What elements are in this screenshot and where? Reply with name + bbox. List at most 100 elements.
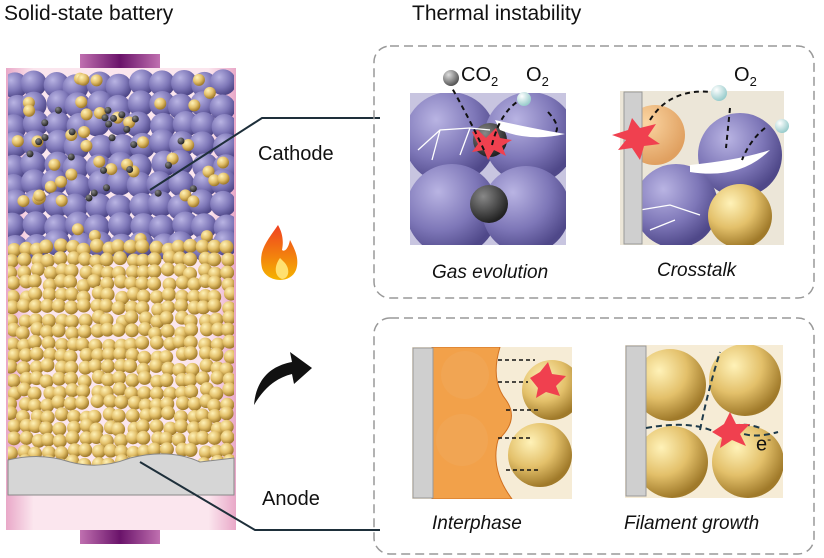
cathode-particle xyxy=(149,129,176,156)
anode-particle xyxy=(195,371,210,386)
carbon-particle xyxy=(104,106,112,114)
anode-particle xyxy=(76,384,91,399)
anode-particle xyxy=(148,406,163,421)
carbon-particle xyxy=(101,114,109,122)
bottom-tab xyxy=(80,528,160,544)
anode-particle xyxy=(78,313,93,328)
anode-particle xyxy=(52,422,67,437)
co2-subscript: 2 xyxy=(491,74,499,89)
interphase-caption: Interphase xyxy=(432,513,522,534)
o2-subscript: 2 xyxy=(541,74,549,89)
anode-particle xyxy=(198,418,213,433)
anode-particle xyxy=(8,419,22,434)
electrolyte-particle xyxy=(105,163,118,176)
anode-particle xyxy=(136,265,151,280)
anode-particle xyxy=(91,348,106,363)
anode-particle xyxy=(100,265,115,280)
anode-particle xyxy=(89,238,104,253)
anode-particle xyxy=(54,407,69,422)
anode-particle xyxy=(55,337,70,352)
anode-particle xyxy=(183,443,198,458)
electrolyte-particle xyxy=(192,73,205,86)
cathode-particle xyxy=(88,134,115,161)
anode-particle xyxy=(149,240,164,255)
anode-particle xyxy=(8,275,21,290)
anode-particle xyxy=(19,371,34,386)
anode-particle xyxy=(209,386,224,401)
anode-particle xyxy=(101,372,116,387)
anode-particle xyxy=(16,361,31,376)
anode-particle xyxy=(19,430,34,445)
electrolyte-particle xyxy=(23,104,36,117)
anode-particle xyxy=(183,238,198,253)
electrolyte-particle xyxy=(217,156,230,169)
cathode-particle xyxy=(105,73,132,100)
anode-particle xyxy=(8,254,19,269)
anode-particle xyxy=(195,430,210,445)
anode-particle xyxy=(100,276,115,291)
anode-particle xyxy=(183,252,198,267)
anode-particle xyxy=(220,430,234,445)
anode-particle xyxy=(147,442,162,457)
anode-particle xyxy=(196,300,211,315)
anode-particle xyxy=(199,358,214,373)
anode-particle xyxy=(222,382,234,397)
carbon-particle xyxy=(164,161,172,169)
anode-particle xyxy=(28,419,43,434)
anode-particle xyxy=(87,274,102,289)
carbon-particle xyxy=(100,166,108,174)
cathode-issues-box xyxy=(373,45,815,299)
anode-particle xyxy=(159,350,174,365)
anode-particle xyxy=(207,252,222,267)
anode-particle xyxy=(209,347,224,362)
electron-charge: - xyxy=(767,432,772,446)
o2-text: O xyxy=(734,64,750,86)
anode-particle xyxy=(15,326,30,341)
anode-particle xyxy=(183,346,198,361)
anode-particle xyxy=(161,406,176,421)
top-tab xyxy=(80,54,160,70)
electrolyte-particle xyxy=(188,99,201,112)
anode-connector xyxy=(139,461,380,531)
anode-particle xyxy=(52,371,67,386)
anode-particle xyxy=(147,276,162,291)
electrolyte-particle xyxy=(33,189,46,202)
anode-particle xyxy=(40,253,55,268)
anode-particle xyxy=(219,419,234,434)
anode-particle xyxy=(8,406,18,421)
anode-particle xyxy=(100,322,115,337)
anode-particle xyxy=(221,322,234,337)
anode-particle xyxy=(207,239,222,254)
cathode-particle xyxy=(189,131,216,158)
electrolyte-particle xyxy=(65,168,78,181)
anode-particle xyxy=(112,370,127,385)
anode-particle xyxy=(39,374,54,389)
electrolyte-particle xyxy=(77,73,90,86)
gas-evolution-panel xyxy=(410,70,566,245)
anode-particle xyxy=(54,238,69,253)
fire-icon xyxy=(261,225,298,280)
anode-particle xyxy=(76,298,91,313)
anode-particle xyxy=(91,444,106,459)
anode-particle xyxy=(42,287,57,302)
carbon-particle xyxy=(105,120,113,128)
anode-particle xyxy=(124,276,139,291)
anode-particle xyxy=(64,360,79,375)
electrolyte-particle xyxy=(137,136,150,149)
anode-particle xyxy=(29,346,44,361)
thermal-instability-title: Thermal instability xyxy=(412,2,582,25)
cathode-label: Cathode xyxy=(258,143,334,165)
electrolyte-particle xyxy=(17,195,30,208)
crosstalk-panel xyxy=(612,85,789,245)
electrolyte-particle xyxy=(11,135,24,148)
anode-particle xyxy=(211,322,226,337)
cathode-particle xyxy=(209,94,234,121)
cathode-connector xyxy=(149,117,380,191)
carbon-particle xyxy=(108,134,116,142)
anode-particle xyxy=(160,324,175,339)
anode-particle xyxy=(163,386,178,401)
anode-particle xyxy=(111,300,126,315)
anode-particle xyxy=(174,419,189,434)
anode-particle xyxy=(51,298,66,313)
anode-issues-box xyxy=(373,317,815,555)
